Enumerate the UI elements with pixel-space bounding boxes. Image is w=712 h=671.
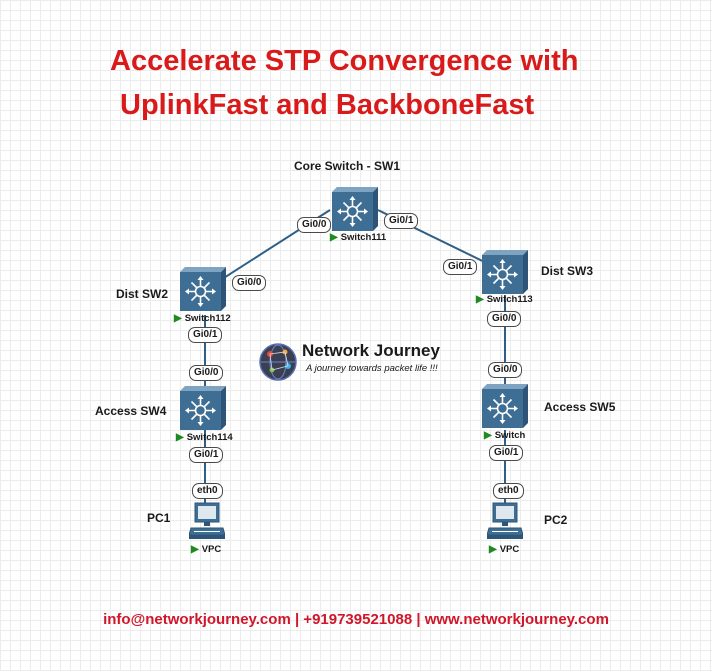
pc-icon[interactable] xyxy=(487,502,523,542)
hostname-sw4: ▶Switch114 xyxy=(176,432,233,443)
device-label-sw4: Access SW4 xyxy=(95,404,167,418)
logo-name: Network Journey xyxy=(302,341,440,360)
device-label-sw2: Dist SW2 xyxy=(116,287,169,301)
device-label-sw3: Dist SW3 xyxy=(541,264,594,278)
port-sw3-gi00: Gi0/0 xyxy=(487,311,522,327)
hostname-sw1: ▶Switch111 xyxy=(330,232,387,243)
multilayer-switch-icon[interactable] xyxy=(482,384,528,428)
multilayer-switch-icon[interactable] xyxy=(332,187,378,231)
multilayer-switch-icon[interactable] xyxy=(180,267,226,311)
device-label-pc1: PC1 xyxy=(147,511,171,525)
hostname-sw5: ▶Switch xyxy=(484,430,526,441)
port-pc2-eth0: eth0 xyxy=(493,483,524,499)
diagram-title-line1: Accelerate STP Convergence with xyxy=(110,45,579,77)
green-triangle-icon: ▶ xyxy=(176,432,184,443)
globe-logo-icon xyxy=(259,343,297,381)
footer-contact: info@networkjourney.com | +919739521088 … xyxy=(103,611,609,628)
port-sw5-gi00: Gi0/0 xyxy=(488,362,523,378)
port-sw4-gi01: Gi0/1 xyxy=(189,447,224,463)
green-triangle-icon: ▶ xyxy=(330,232,338,243)
port-pc1-eth0: eth0 xyxy=(192,483,223,499)
port-sw4-gi00: Gi0/0 xyxy=(189,365,224,381)
green-triangle-icon: ▶ xyxy=(191,544,199,555)
hostname-pc1: ▶VPC xyxy=(191,544,222,555)
device-label-sw5: Access SW5 xyxy=(544,400,616,414)
green-triangle-icon: ▶ xyxy=(489,544,497,555)
pc-icon[interactable] xyxy=(189,502,225,542)
green-triangle-icon: ▶ xyxy=(476,294,484,305)
network-journey-logo: Network Journey A journey towards packet… xyxy=(258,340,458,384)
green-triangle-icon: ▶ xyxy=(484,430,492,441)
hostname-sw2: ▶Switch112 xyxy=(174,313,231,324)
port-sw5-gi01: Gi0/1 xyxy=(489,445,524,461)
hostname-sw3: ▶Switch113 xyxy=(476,294,533,305)
port-sw2-gi00: Gi0/0 xyxy=(232,275,267,291)
logo-tagline: A journey towards packet life !!! xyxy=(306,363,438,374)
green-triangle-icon: ▶ xyxy=(174,313,182,324)
device-label-pc2: PC2 xyxy=(544,513,568,527)
hostname-pc2: ▶VPC xyxy=(489,544,520,555)
diagram-title-line2: UplinkFast and BackboneFast xyxy=(120,89,535,121)
port-sw1-gi01: Gi0/1 xyxy=(384,213,419,229)
port-sw2-gi01: Gi0/1 xyxy=(188,327,223,343)
port-sw1-gi00: Gi0/0 xyxy=(297,217,332,233)
multilayer-switch-icon[interactable] xyxy=(180,386,226,430)
multilayer-switch-icon[interactable] xyxy=(482,250,528,294)
device-label-sw1: Core Switch - SW1 xyxy=(294,159,401,173)
port-sw3-gi01: Gi0/1 xyxy=(443,259,478,275)
